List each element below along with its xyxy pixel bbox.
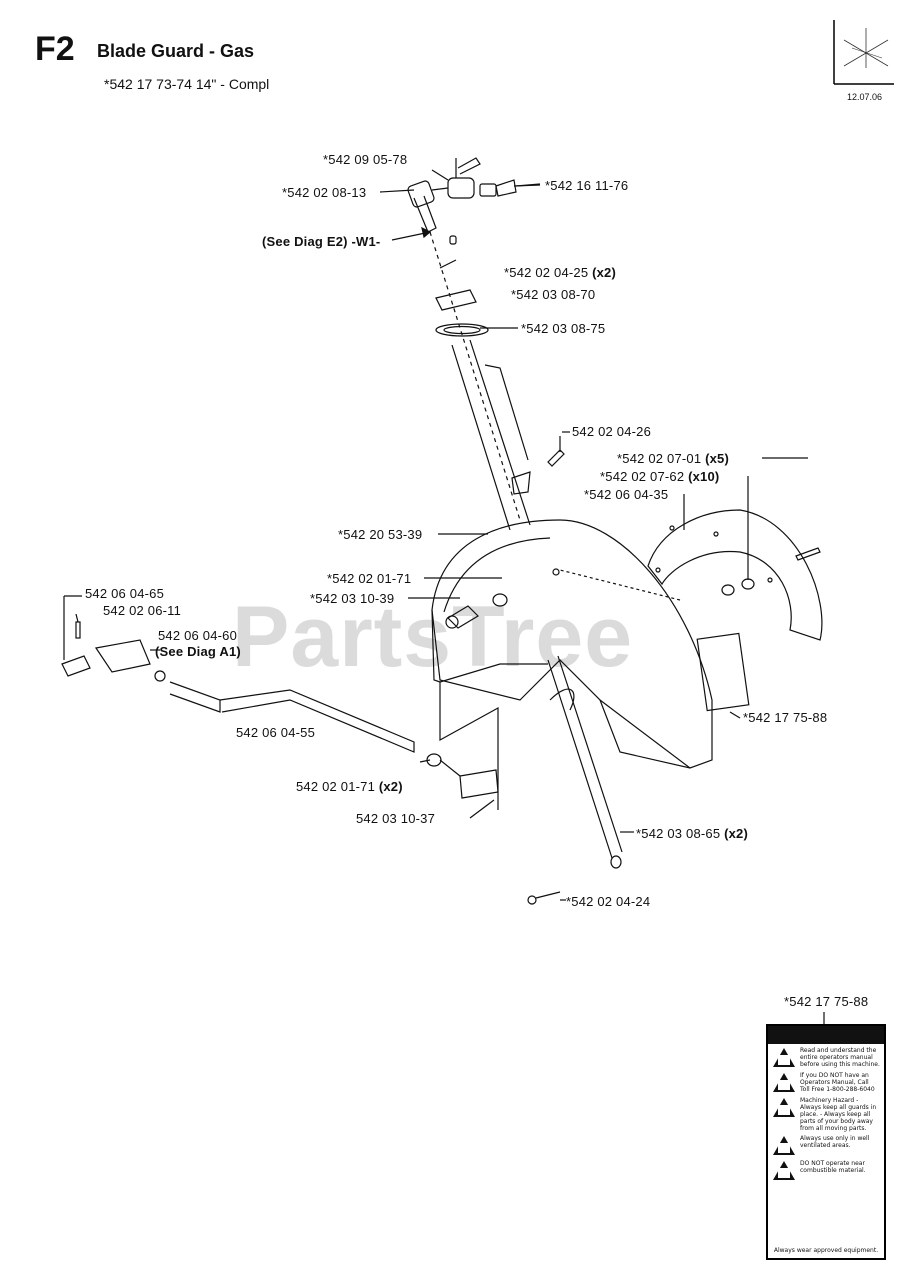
part-callout: 542 02 06-11 [103, 603, 182, 618]
part-callout: *542 03 10-39 [310, 591, 395, 606]
blade-guard-housing [431, 519, 713, 769]
part-callout: 542 06 04-55 [236, 725, 316, 740]
part-callout: *542 02 08-13 [282, 185, 367, 200]
part-callout: *542 09 05-78 [323, 152, 408, 167]
part-callout: *542 17 75-88 [784, 994, 869, 1009]
decal-row: If you DO NOT have an Operators Manual, … [772, 1072, 880, 1094]
decal-header [768, 1026, 884, 1044]
part-callout: *542 02 07-62 (x10) [600, 469, 720, 484]
ventilation-warning-icon [772, 1135, 796, 1157]
part-callout: 542 06 04-65 [85, 586, 165, 601]
part-callout: *542 17 75-88 [743, 710, 828, 725]
cross-reference-callout: (See Diag A1) [155, 644, 241, 659]
decal-row: Always use only in well ventilated areas… [772, 1135, 880, 1157]
part-callout: 542 02 04-26 [572, 424, 652, 439]
part-callout: *542 03 08-70 [511, 287, 596, 302]
part-callout: *542 02 04-24 [566, 894, 651, 909]
part-callout: *542 16 11-76 [545, 178, 629, 193]
part-callout: *542 02 04-25 (x2) [504, 265, 617, 280]
fire-hazard-icon [772, 1160, 796, 1182]
orientation-compass-icon [833, 20, 894, 85]
part-callout: *542 06 04-35 [584, 487, 669, 502]
assembly-subtitle: *542 17 73-74 14" - Compl [104, 76, 270, 92]
part-callout: *542 03 08-75 [521, 321, 606, 336]
part-callout: *542 03 08-65 (x2) [636, 826, 749, 841]
decal-footer: Always wear approved equipment. [773, 1247, 879, 1254]
machinery-hazard-icon [772, 1097, 796, 1119]
revision-date: 12.07.06 [847, 92, 883, 102]
watermark: PartsTree [232, 589, 634, 685]
warning-decal: Read and understand the entire operators… [766, 1024, 886, 1260]
part-callout: *542 20 53-39 [338, 527, 423, 542]
decal-row: DO NOT operate near combustible material… [772, 1160, 880, 1182]
page-title: Blade Guard - Gas [97, 41, 255, 61]
part-callout: 542 02 01-71 (x2) [296, 779, 403, 794]
manual-warning-icon [772, 1072, 796, 1094]
cross-reference-callout: (See Diag E2) -W1- [262, 234, 381, 249]
part-callout: 542 03 10-37 [356, 811, 436, 826]
manual-warning-icon [772, 1047, 796, 1069]
decal-row: Machinery Hazard - Always keep all guard… [772, 1097, 880, 1132]
part-callout: *542 02 01-71 [327, 571, 412, 586]
valve-assembly [407, 157, 541, 233]
guard-side-panel [647, 509, 823, 641]
part-callout: 542 06 04-60 [158, 628, 238, 643]
section-code: F2 [35, 30, 75, 68]
part-callout: *542 02 07-01 (x5) [617, 451, 730, 466]
decal-row: Read and understand the entire operators… [772, 1047, 880, 1069]
